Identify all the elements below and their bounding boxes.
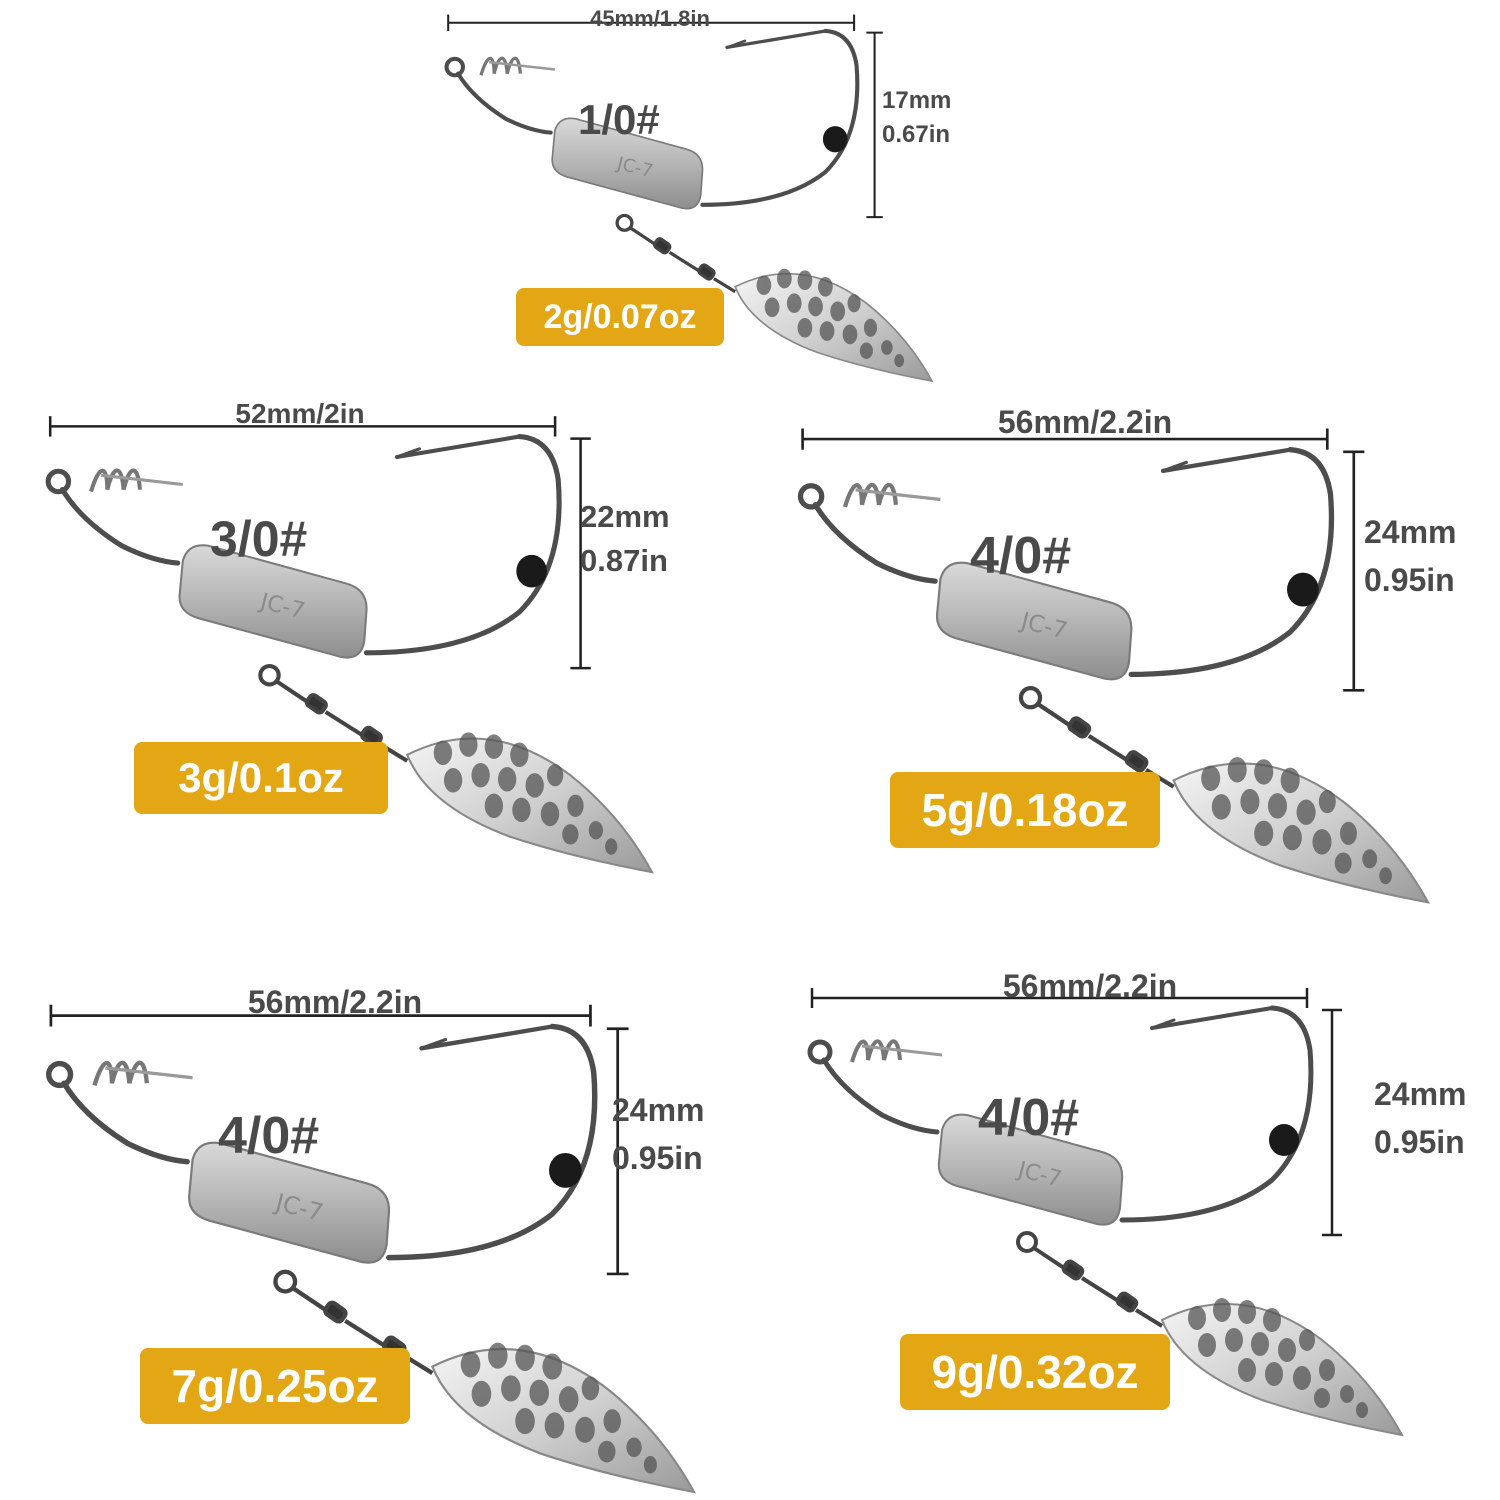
- height-label-4b: 0.95in: [612, 1140, 703, 1176]
- hook-card-5: JC-7: [802, 980, 1404, 1437]
- willow-blade: [431, 1342, 697, 1494]
- lead-weight: JC-7: [937, 1113, 1124, 1226]
- swivel-chain: [615, 213, 737, 294]
- coil-keeper: [842, 482, 941, 508]
- length-label-1: 45mm/1.8in: [590, 6, 710, 31]
- weight-badge-3: 5g/0.18oz: [890, 772, 1160, 848]
- weight-badge-5: 9g/0.32oz: [900, 1334, 1170, 1410]
- height-dimension: [570, 437, 591, 670]
- height-label-3b: 0.95in: [1364, 562, 1455, 598]
- length-label-5: 56mm/2.2in: [1002, 968, 1178, 1004]
- size-label-5: 4/0#: [978, 1089, 1080, 1147]
- bead: [549, 1152, 582, 1188]
- swivel-chain: [1016, 1231, 1164, 1328]
- weight-badge-4: 7g/0.25oz: [140, 1348, 410, 1424]
- height-label-2b: 0.87in: [580, 543, 668, 578]
- length-label-3: 56mm/2.2in: [997, 404, 1173, 440]
- willow-blade: [1172, 757, 1430, 904]
- lead-weight: JC-7: [551, 117, 704, 210]
- size-label-3: 4/0#: [970, 527, 1072, 585]
- length-dimension: [447, 14, 856, 31]
- height-dimension: [1343, 450, 1365, 692]
- coil-keeper: [89, 468, 183, 493]
- weight-badge-2: 3g/0.1oz: [134, 742, 388, 814]
- height-label-5a: 24mm: [1374, 1076, 1467, 1112]
- height-dimension: [866, 31, 883, 219]
- height-label-5b: 0.95in: [1374, 1124, 1465, 1160]
- lead-weight: JC-7: [178, 544, 368, 659]
- length-dimension: [801, 428, 1329, 450]
- length-label-4: 56mm/2.2in: [247, 984, 423, 1020]
- bead: [1269, 1124, 1299, 1156]
- swivel-chain: [1018, 686, 1175, 789]
- hook-card-4: JC-7: [40, 996, 697, 1494]
- bead: [516, 554, 547, 588]
- size-label-4: 4/0#: [218, 1107, 320, 1165]
- hook-card-1: JC-7: [440, 8, 1000, 448]
- willow-blade: [1160, 1298, 1404, 1437]
- willow-blade: [734, 268, 934, 383]
- length-label-2: 52mm/2in: [235, 398, 365, 429]
- weight-badge-1: 2g/0.07oz: [516, 288, 724, 346]
- bead: [822, 126, 848, 153]
- lead-weight: JC-7: [935, 561, 1133, 681]
- height-dimension: [1322, 1008, 1342, 1237]
- coil-keeper: [850, 1039, 943, 1063]
- length-dimension: [49, 1004, 592, 1027]
- size-label-1: 1/0#: [578, 96, 660, 143]
- willow-blade: [405, 732, 654, 874]
- height-dimension: [606, 1027, 629, 1276]
- length-dimension: [48, 416, 557, 437]
- height-label-4a: 24mm: [612, 1092, 705, 1128]
- hook-card-3: JC-7: [792, 420, 1430, 904]
- height-label-1a: 17mm: [882, 87, 952, 114]
- height-label-3a: 24mm: [1364, 514, 1457, 550]
- height-label-1b: 0.67in: [882, 121, 951, 148]
- height-label-2a: 22mm: [580, 499, 670, 534]
- size-label-2: 3/0#: [210, 511, 308, 567]
- coil-keeper: [479, 56, 555, 76]
- hook-card-2: JC-7: [40, 408, 654, 874]
- coil-keeper: [92, 1060, 193, 1086]
- lead-weight: JC-7: [188, 1141, 391, 1264]
- length-dimension: [810, 988, 1309, 1008]
- bead: [1287, 572, 1319, 607]
